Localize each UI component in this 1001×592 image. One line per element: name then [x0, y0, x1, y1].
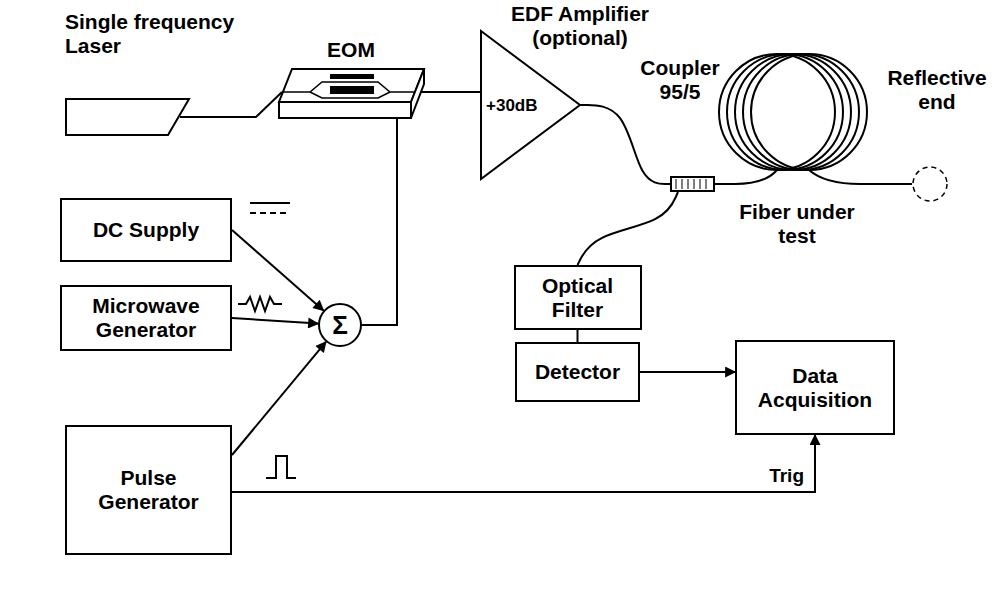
fiber-line — [715, 183, 735, 185]
box-label: Detector — [535, 360, 620, 384]
fiber-line — [578, 192, 679, 265]
box-label: Microwave Generator — [71, 294, 221, 342]
coil-outline — [715, 50, 880, 184]
dc-symbol — [250, 212, 290, 214]
fiber-coupler: Coupler 95/5 — [670, 176, 715, 192]
modulator-chip: EOM — [278, 68, 425, 120]
fiber-line — [415, 91, 480, 93]
part-label: Single frequency Laser — [65, 10, 265, 58]
signal-arrow — [232, 318, 318, 324]
process-box: Microwave Generator — [60, 285, 232, 351]
part-label: Coupler 95/5 — [634, 56, 726, 104]
fiber-coil: Fiber under test — [715, 50, 880, 184]
part-label: EDF Amplifier (optional) — [480, 2, 680, 50]
summing-junction: Σ — [318, 303, 362, 347]
dc-symbol — [250, 202, 290, 204]
process-box: Data Acquisition — [735, 340, 895, 435]
fiber-line — [580, 105, 670, 184]
process-box: Detector — [515, 342, 640, 402]
signal-arrow — [232, 435, 815, 492]
microwave-symbol — [238, 297, 282, 311]
box-label: Optical Filter — [523, 274, 633, 322]
part-label: Reflective end — [882, 66, 992, 114]
laser-source: Single frequency Laser — [65, 98, 190, 136]
box-label: Data Acquisition — [750, 364, 880, 412]
fiber-line — [180, 92, 282, 117]
part-label: Fiber under test — [722, 200, 872, 248]
part-label: +30dB — [486, 96, 556, 116]
reflector-outline — [912, 166, 948, 202]
signal-arrow — [232, 230, 323, 310]
edge-label: Trig — [766, 465, 807, 487]
reflective-end: Reflective end — [912, 166, 948, 202]
amplifier-triangle: EDF Amplifier (optional)+30dB — [480, 30, 580, 180]
box-label: DC Supply — [93, 218, 199, 242]
fiber-line — [577, 330, 579, 342]
modulator-outline — [278, 68, 425, 120]
process-box: DC Supply — [60, 198, 232, 262]
signal-arrow — [640, 371, 735, 373]
pulse-symbol — [266, 456, 296, 478]
box-label: Pulse Generator — [89, 466, 209, 514]
part-label: EOM — [311, 38, 391, 62]
box-label: Σ — [332, 310, 348, 340]
signal-arrow — [232, 342, 326, 455]
coupler-outline — [670, 176, 715, 192]
fiber-line — [860, 183, 912, 185]
fiber-line — [362, 118, 397, 325]
process-box: Optical Filter — [514, 265, 642, 330]
process-box: Pulse Generator — [65, 425, 232, 555]
laser-outline — [65, 98, 190, 136]
